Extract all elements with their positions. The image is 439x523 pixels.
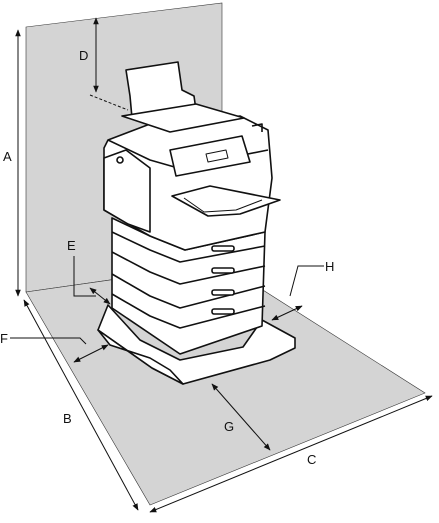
label-d: D xyxy=(79,48,88,63)
label-a: A xyxy=(3,149,12,164)
door-latch xyxy=(116,156,124,164)
cassette-handle-3 xyxy=(211,289,235,296)
dim-e-arrow xyxy=(89,287,111,305)
cassette-handle-1 xyxy=(211,245,235,252)
dim-f-leader xyxy=(10,337,87,345)
dimension-lines xyxy=(10,17,433,513)
cassette-handle-4 xyxy=(211,308,235,315)
cassette-line-2 xyxy=(111,251,266,285)
output-tray-front xyxy=(183,197,263,213)
dim-d-leader xyxy=(89,94,129,111)
cassette-handle-2 xyxy=(211,267,235,274)
label-b: B xyxy=(63,411,72,426)
dim-f-arrow xyxy=(73,344,109,363)
printer xyxy=(97,61,296,385)
right-side-handle xyxy=(251,123,263,132)
panel-display xyxy=(205,149,229,163)
label-h: H xyxy=(325,259,334,274)
rear-paper-feeder xyxy=(125,61,197,119)
cassette-line-3 xyxy=(111,273,266,309)
cassette-line-1 xyxy=(111,231,266,263)
label-f: F xyxy=(0,331,8,346)
label-g: G xyxy=(224,419,234,434)
dim-e-leader xyxy=(73,256,96,297)
dim-h-arrow xyxy=(271,305,303,321)
label-c: C xyxy=(307,452,316,467)
side-door xyxy=(103,149,151,233)
dim-g-line xyxy=(211,383,271,451)
dim-h-leader xyxy=(289,265,324,297)
label-e: E xyxy=(67,238,76,253)
dim-b-line xyxy=(23,299,139,511)
feeder-cover xyxy=(121,103,245,133)
dim-c-line xyxy=(149,395,433,513)
